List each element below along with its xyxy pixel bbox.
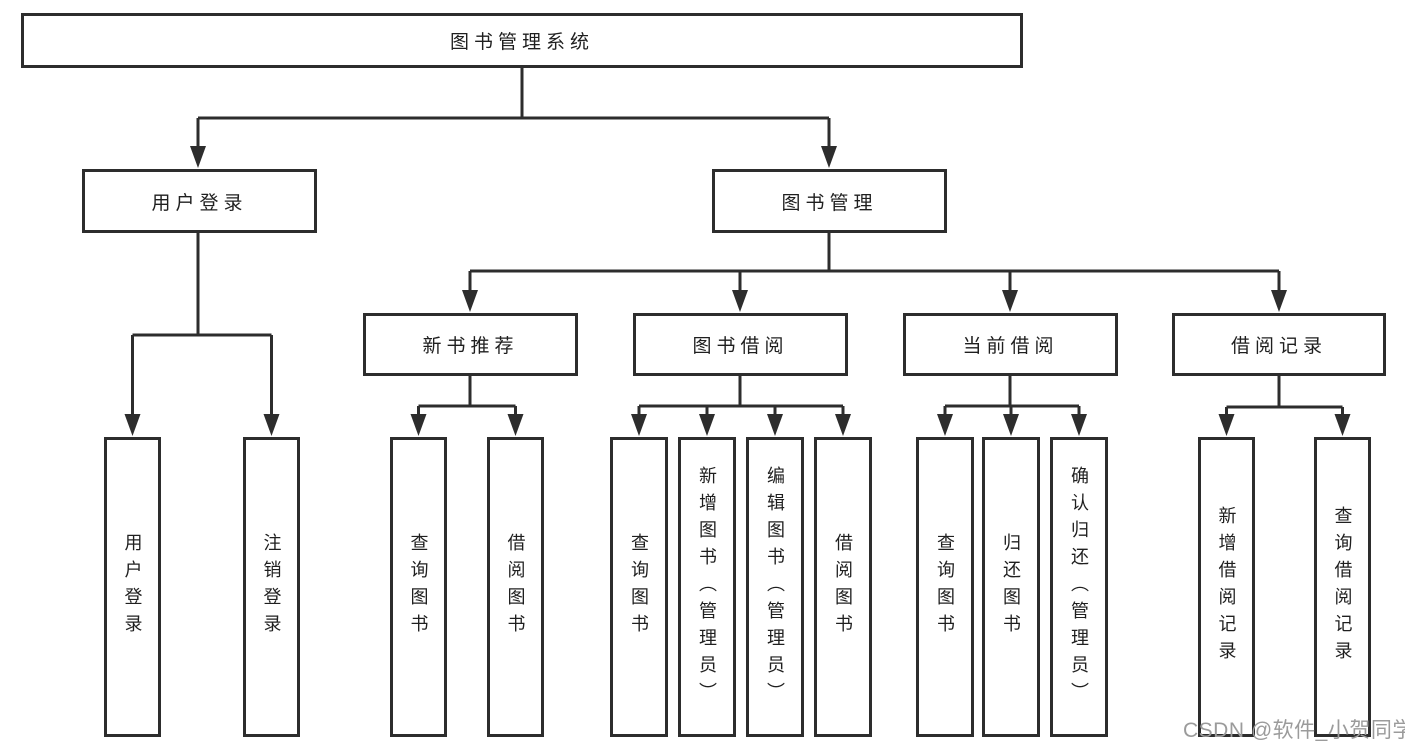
- leaf-logout-login: 注销登录: [243, 437, 300, 737]
- leaf-user-login: 用户登录: [104, 437, 161, 737]
- leaf-current-confirm-return-admin: 确认归还（管理员）: [1050, 437, 1108, 737]
- leaf-current-return-books-label: 归还图书: [1001, 533, 1021, 641]
- leaf-recommend-borrow-books: 借阅图书: [487, 437, 544, 737]
- leaf-recommend-query-books-label: 查询图书: [408, 533, 429, 641]
- leaf-records-query-record-label: 查询借阅记录: [1332, 506, 1353, 668]
- leaf-borrow-edit-books-admin-label: 编辑图书（管理员）: [765, 465, 785, 709]
- connector-current-borrow: [937, 374, 1087, 436]
- node-book-borrow: 图书借阅: [633, 313, 848, 376]
- node-root-system: 图书管理系统: [21, 13, 1023, 68]
- leaf-borrow-query-books-label: 查询图书: [629, 533, 649, 641]
- leaf-logout-login-label: 注销登录: [261, 533, 282, 641]
- connector-new-book-recommend: [410, 374, 524, 436]
- node-borrow-records: 借阅记录: [1172, 313, 1386, 376]
- connector-book-borrow: [631, 374, 851, 436]
- leaf-records-add-record-label: 新增借阅记录: [1216, 506, 1237, 668]
- leaf-borrow-query-books: 查询图书: [610, 437, 668, 737]
- connector-user-login: [124, 231, 280, 436]
- node-user-login: 用户登录: [82, 169, 317, 233]
- node-book-management: 图书管理: [712, 169, 947, 233]
- leaf-current-return-books: 归还图书: [982, 437, 1040, 737]
- leaf-borrow-edit-books-admin: 编辑图书（管理员）: [746, 437, 804, 737]
- leaf-borrow-add-books-admin: 新增图书（管理员）: [678, 437, 736, 737]
- leaf-borrow-borrow-books-label: 借阅图书: [833, 533, 853, 641]
- leaf-recommend-borrow-books-label: 借阅图书: [505, 533, 526, 641]
- leaf-recommend-query-books: 查询图书: [390, 437, 447, 737]
- leaf-current-confirm-return-admin-label: 确认归还（管理员）: [1069, 465, 1089, 709]
- leaf-current-query-books: 查询图书: [916, 437, 974, 737]
- leaf-current-query-books-label: 查询图书: [935, 533, 955, 641]
- leaf-user-login-label: 用户登录: [122, 533, 143, 641]
- node-current-borrow: 当前借阅: [903, 313, 1118, 376]
- connector-book-management: [462, 231, 1287, 312]
- leaf-borrow-borrow-books: 借阅图书: [814, 437, 872, 737]
- leaf-records-add-record: 新增借阅记录: [1198, 437, 1255, 737]
- csdn-watermark: CSDN @软件_小贺同学: [1183, 719, 1405, 742]
- node-new-book-recommend: 新书推荐: [363, 313, 578, 376]
- connector-borrow-records: [1218, 374, 1351, 436]
- leaf-records-query-record: 查询借阅记录: [1314, 437, 1371, 737]
- connector-root: [190, 66, 837, 168]
- leaf-borrow-add-books-admin-label: 新增图书（管理员）: [697, 465, 717, 709]
